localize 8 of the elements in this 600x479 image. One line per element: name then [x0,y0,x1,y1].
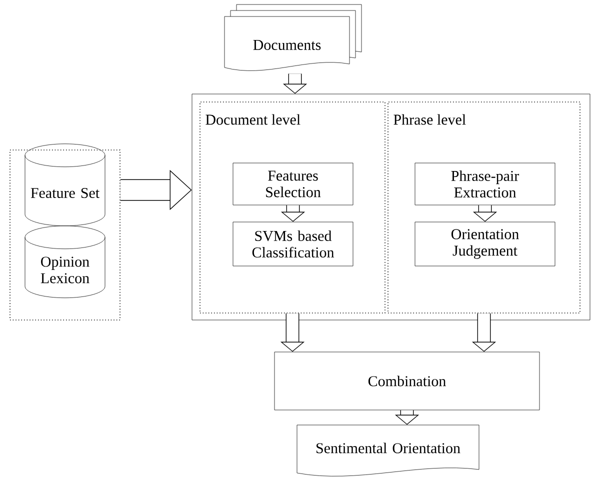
process-box: Features Selection [232,162,354,206]
dotted-group-box [10,150,120,320]
process-box: Phrase-pair Extraction [414,162,556,206]
database-cylinder: Opinion Lexicon [24,226,106,298]
document-stack: Documents [224,4,362,71]
database-cylinder: Feature Set [24,144,106,226]
process-box: Combination [274,352,540,410]
frame-box [192,94,590,320]
